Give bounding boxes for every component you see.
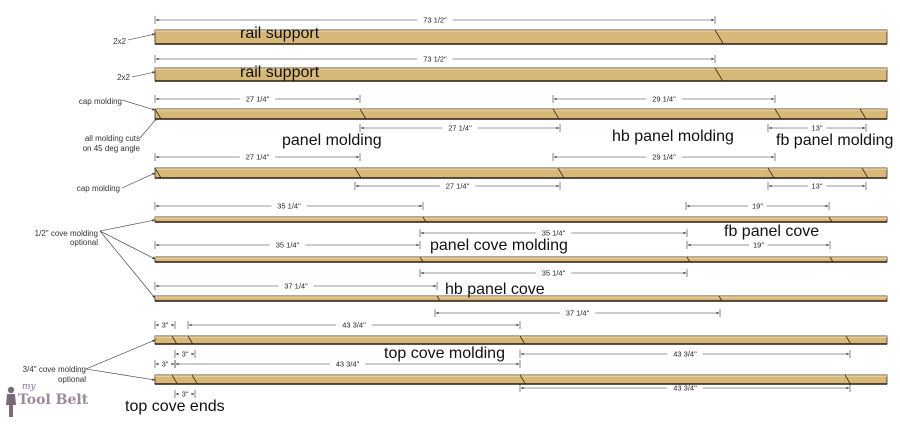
dim-cove2-a: 35 1/4" (154, 241, 421, 250)
dim-rail-2-text: 73 1/2" (423, 55, 447, 64)
dim-top1-b: 3" (174, 350, 196, 359)
dim-cap1-d-text: 13" (811, 124, 822, 133)
label-half-cove-1: 1/2" cove molding (34, 229, 98, 238)
leader-cap-1 (121, 99, 156, 111)
dim-cap1-b: 27 1/4" (359, 124, 561, 133)
dim-cap2-a: 27 1/4" (154, 153, 361, 162)
piece-label-fb-panel-molding: fb panel molding (776, 132, 894, 149)
piece-label-fb-panel-cove: fb panel cove (724, 223, 820, 240)
board-half-cove-1 (154, 216, 888, 223)
board-half-cove-3 (154, 295, 888, 302)
board-top-cove-1 (154, 335, 888, 345)
piece-label-hb-panel-cove: hb panel cove (445, 281, 545, 298)
dim-cove1-b-text: 35 1/4" (542, 229, 566, 238)
dim-cap1-d: 13" (767, 124, 867, 133)
piece-label-hb-panel-molding: hb panel molding (612, 128, 734, 145)
dim-cap2-d: 13" (767, 182, 867, 191)
dim-top1-b-text: 3" (182, 350, 189, 359)
label-cap-molding-1: cap molding (78, 97, 122, 106)
leader-2x2-2 (131, 71, 156, 78)
dim-cove1-a-text: 35 1/4" (277, 202, 301, 211)
dim-cove2-b-text: 35 1/4" (542, 269, 566, 278)
label-three-quarter-cove-1: 3/4" cove molding (22, 365, 86, 374)
board-half-cove-2 (154, 256, 888, 263)
dim-cove3-b-text: 37 1/4" (566, 309, 590, 318)
dim-cap1-b-text: 27 1/4" (448, 124, 472, 133)
dim-cove3-a-text: 37 1/4" (284, 282, 308, 291)
logo-tool-belt-text: Tool Belt (18, 392, 89, 408)
dim-top1-c-text: 43 3/4" (342, 321, 366, 330)
dim-cap2-b: 27 1/4" (354, 182, 561, 191)
dim-cap2-a-text: 27 1/4" (246, 153, 270, 162)
dim-rail-1: 73 1/2" (154, 16, 716, 25)
leader-34-cove-b (85, 368, 156, 381)
person-silhouette-icon (6, 386, 16, 417)
leader-cap-2 (121, 172, 156, 189)
dim-top2-b: 3" (174, 390, 196, 399)
dim-top2-c: 43 3/4" (174, 360, 521, 369)
dim-top1-d-text: 43 3/4" (673, 350, 697, 359)
leader-half-cove-c (99, 230, 156, 299)
board-cap-molding-1 (154, 108, 888, 120)
dim-cap1-c-text: 29 1/4" (652, 95, 676, 104)
dim-cap1-c: 29 1/4" (552, 95, 776, 104)
dim-cove1-c: 19" (685, 202, 830, 211)
tool-belt-logo: my Tool Belt (2, 382, 88, 418)
dim-cap2-b-text: 27 1/4" (446, 182, 470, 191)
leader-34-cove-a (85, 339, 156, 370)
dim-cap1-a-text: 27 1/4" (246, 95, 270, 104)
leader-half-cove-b (99, 230, 156, 260)
dim-cove1-a: 35 1/4" (154, 202, 424, 211)
board-top-cove-2 (154, 374, 888, 385)
board-cap-molding-2 (154, 167, 888, 179)
dim-top1-d: 43 3/4" (519, 350, 851, 359)
board-rail-support-1 (154, 29, 888, 45)
dim-rail-1-text: 73 1/2" (423, 16, 447, 25)
dim-cove2-c: 19" (686, 241, 831, 250)
piece-label-rail-support-2: rail support (240, 64, 320, 81)
dim-top2-a: 3" (154, 360, 176, 369)
dim-top2-b-text: 3" (182, 390, 189, 399)
label-cap-molding-2: cap molding (76, 184, 120, 193)
label-half-cove-2: optional (69, 238, 98, 247)
piece-label-top-cove-ends: top cove ends (125, 398, 225, 415)
dim-cap2-c-text: 29 1/4" (652, 153, 676, 162)
dim-cove2-c-text: 19" (753, 241, 764, 250)
logo-my-text: my (22, 382, 36, 392)
dim-cove1-c-text: 19" (752, 202, 763, 211)
dim-cove1-b: 35 1/4" (419, 229, 688, 238)
label-molding-cut-note-1: all molding cuts (84, 134, 140, 143)
piece-label-panel-cove-molding: panel cove molding (430, 237, 568, 254)
label-three-quarter-cove-2: optional (57, 375, 86, 384)
dim-cove2-b: 35 1/4" (419, 269, 688, 278)
leader-cut-note (139, 117, 158, 139)
label-molding-cut-note-2: on 45 deg angle (82, 144, 140, 153)
dim-top2-d-text: 43 3/4" (673, 384, 697, 393)
dim-cove3-b: 37 1/4" (434, 309, 721, 318)
dim-top1-a: 3" (154, 321, 176, 330)
piece-label-top-cove-molding: top cove molding (384, 345, 505, 362)
board-rail-support-2 (154, 67, 888, 82)
dim-top2-a-text: 3" (162, 360, 169, 369)
dim-cove2-a-text: 35 1/4" (276, 241, 300, 250)
piece-label-rail-support-1: rail support (240, 25, 320, 42)
dim-top2-d: 43 3/4" (519, 384, 851, 393)
label-2x2-board-2: 2x2 (117, 73, 130, 82)
piece-label-panel-molding: panel molding (282, 132, 382, 149)
leader-half-cove-a (99, 219, 156, 232)
dim-cap2-c: 29 1/4" (552, 153, 776, 162)
dim-cap1-a: 27 1/4" (154, 95, 361, 104)
dim-top1-a-text: 3" (162, 321, 169, 330)
dim-cap2-d-text: 13" (811, 182, 822, 191)
dim-rail-2: 73 1/2" (154, 55, 716, 64)
label-2x2-board-1: 2x2 (113, 37, 126, 46)
leader-2x2-1 (127, 33, 156, 41)
dim-cove3-a: 37 1/4" (154, 282, 438, 291)
dim-top2-c-text: 43 3/4" (336, 360, 360, 369)
dim-top1-c: 43 3/4" (187, 321, 521, 330)
